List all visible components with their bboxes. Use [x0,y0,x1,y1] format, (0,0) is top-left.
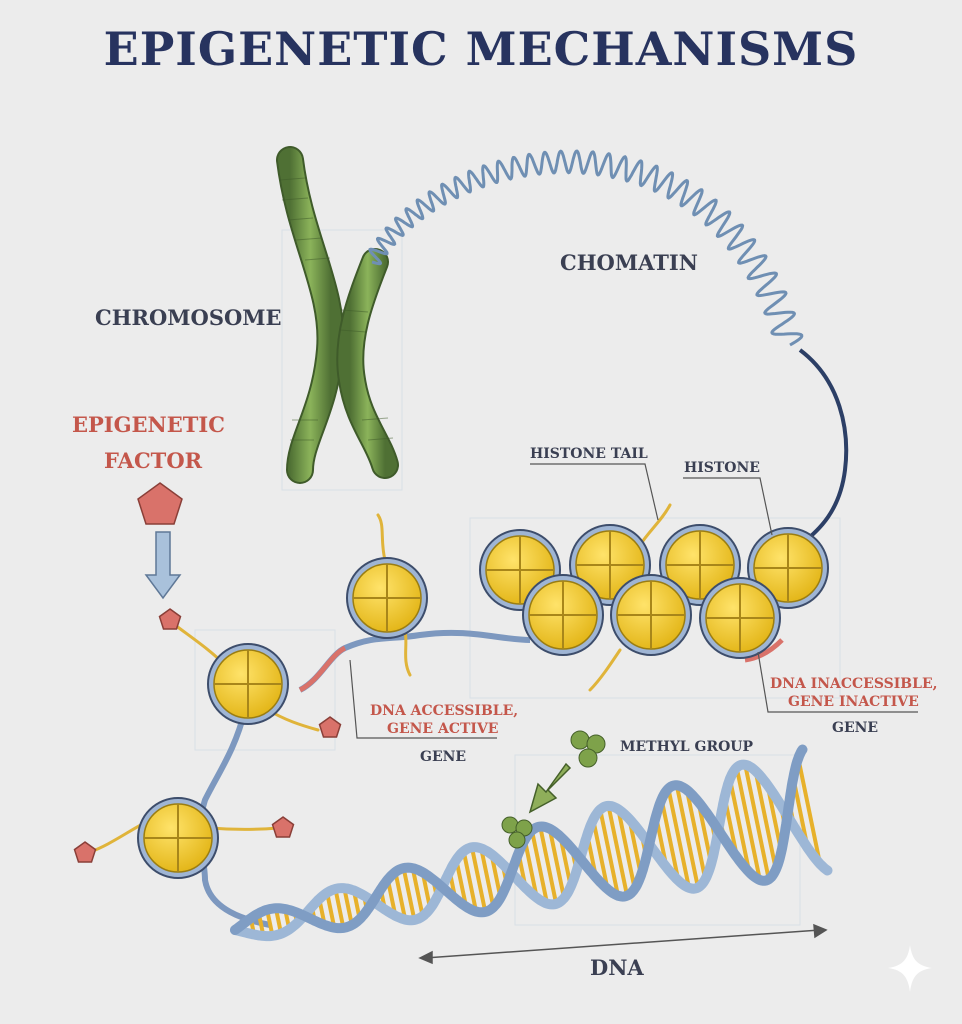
methyl-group-label: METHYL GROUP [620,739,754,755]
base-pair-rung [454,859,469,908]
arrow-down-icon [144,531,182,600]
base-pair-rung [333,888,346,929]
base-pair-rung [522,839,539,899]
base-pair-rung [753,770,778,870]
chromosome-label: CHROMOSOME [95,305,282,330]
base-pair-rung [469,846,488,913]
base-pair-rung [666,788,691,889]
gene-label-left: GENE [420,749,467,765]
chromatin-label: CHOMATIN [560,250,698,275]
methyl-group-icon [501,730,606,849]
histone-icon-left-1 [346,557,428,639]
histone-icon-left-3 [137,797,219,879]
base-pair-rung [461,850,479,912]
base-pair-rung [591,819,610,890]
dna-helix-icon [230,744,833,942]
gene-label-right: GENE [832,720,879,736]
histone-icon-left-2 [207,643,289,725]
base-pair-rung [479,847,496,908]
epigenetic-factor-label-line2: FACTOR [104,448,203,473]
epigenetic-factor-label-line1: EPIGENETIC [72,412,225,437]
base-pair-rung [325,892,337,929]
base-pair-rung [547,828,567,899]
base-pair-rung [734,767,762,881]
base-pair-rung [796,757,823,865]
dna-accessible-label-line1: DNA ACCESSIBLE, [370,703,519,719]
histone-label: HISTONE [684,460,760,476]
base-pair-rung [684,789,708,880]
base-pair-rung [393,871,408,921]
histone-tail-label: HISTONE TAIL [530,446,648,462]
sparkle-icon [888,945,932,992]
epigenetic-factor-icon [73,482,342,863]
base-pair-rung [410,867,425,917]
dna-accessible-label-line2: GENE ACTIVE [387,721,499,737]
base-pair-rung [529,829,550,905]
chromatin-coil-icon [368,149,849,547]
base-pair-rung [606,805,630,897]
dna-span-arrow [418,923,828,965]
base-pair-rung [743,764,771,880]
chromosome-icon [276,146,399,484]
page-title: EPIGENETIC MECHANISMS [103,22,859,76]
base-pair-rung [538,826,559,905]
dna-inaccessible-label-line1: DNA INACCESSIBLE, [770,676,938,692]
histone-cluster [479,524,829,659]
base-pair-rung [659,798,681,882]
base-pair-rung [598,809,620,897]
base-pair-rung [616,808,637,890]
base-pair-rung [727,778,752,873]
base-pair-rung [674,784,700,888]
leader-lines [349,463,918,739]
dna-label: DNA [590,955,644,980]
dna-inaccessible-label-line2: GENE INACTIVE [788,694,919,710]
base-pair-rung [342,887,354,926]
base-pair-rung [401,867,417,921]
